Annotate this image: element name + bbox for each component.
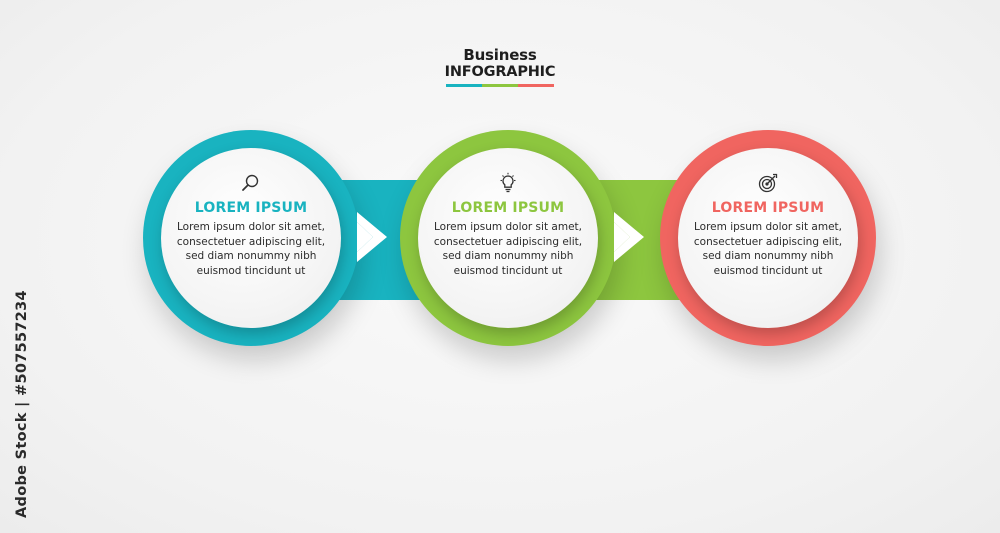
magnifier-icon: [242, 174, 259, 191]
step-1-card: LOREM IPSUM Lorem ipsum dolor sit amet, …: [161, 148, 341, 328]
stock-id-text: Adobe Stock | #507557234: [14, 290, 30, 518]
step-2-card: LOREM IPSUM Lorem ipsum dolor sit amet, …: [418, 148, 598, 328]
heading-bar-segment-2: [482, 84, 518, 87]
stock-id-watermark: Adobe Stock | #507557234: [6, 290, 36, 518]
step-2-title: LOREM IPSUM: [451, 200, 565, 216]
heading-line2: INFOGRAPHIC: [444, 64, 556, 80]
step-2-text: Lorem ipsum dolor sit amet, consectetuer…: [433, 221, 583, 277]
heading-bar-segment-1: [446, 84, 482, 87]
heading-bar-segment-3: [518, 84, 554, 87]
infographic-heading: Business INFOGRAPHIC: [0, 46, 1000, 87]
arrow-right-icon: [357, 212, 387, 262]
heading-line1: Business: [463, 46, 537, 64]
step-3-title: LOREM IPSUM: [711, 200, 825, 216]
arrow-right-icon-2: [614, 212, 644, 262]
target-icon: [758, 173, 778, 193]
heading-color-bar: [446, 84, 554, 87]
step-1-title: LOREM IPSUM: [194, 200, 308, 216]
step-1-text: Lorem ipsum dolor sit amet, consectetuer…: [176, 221, 326, 277]
step-3-text: Lorem ipsum dolor sit amet, consectetuer…: [693, 221, 843, 277]
step-2-ring: LOREM IPSUM Lorem ipsum dolor sit amet, …: [400, 130, 616, 346]
step-1-ring: LOREM IPSUM Lorem ipsum dolor sit amet, …: [143, 130, 359, 346]
step-3-ring: LOREM IPSUM Lorem ipsum dolor sit amet, …: [660, 130, 876, 346]
lightbulb-icon: [500, 172, 516, 193]
step-3-card: LOREM IPSUM Lorem ipsum dolor sit amet, …: [678, 148, 858, 328]
